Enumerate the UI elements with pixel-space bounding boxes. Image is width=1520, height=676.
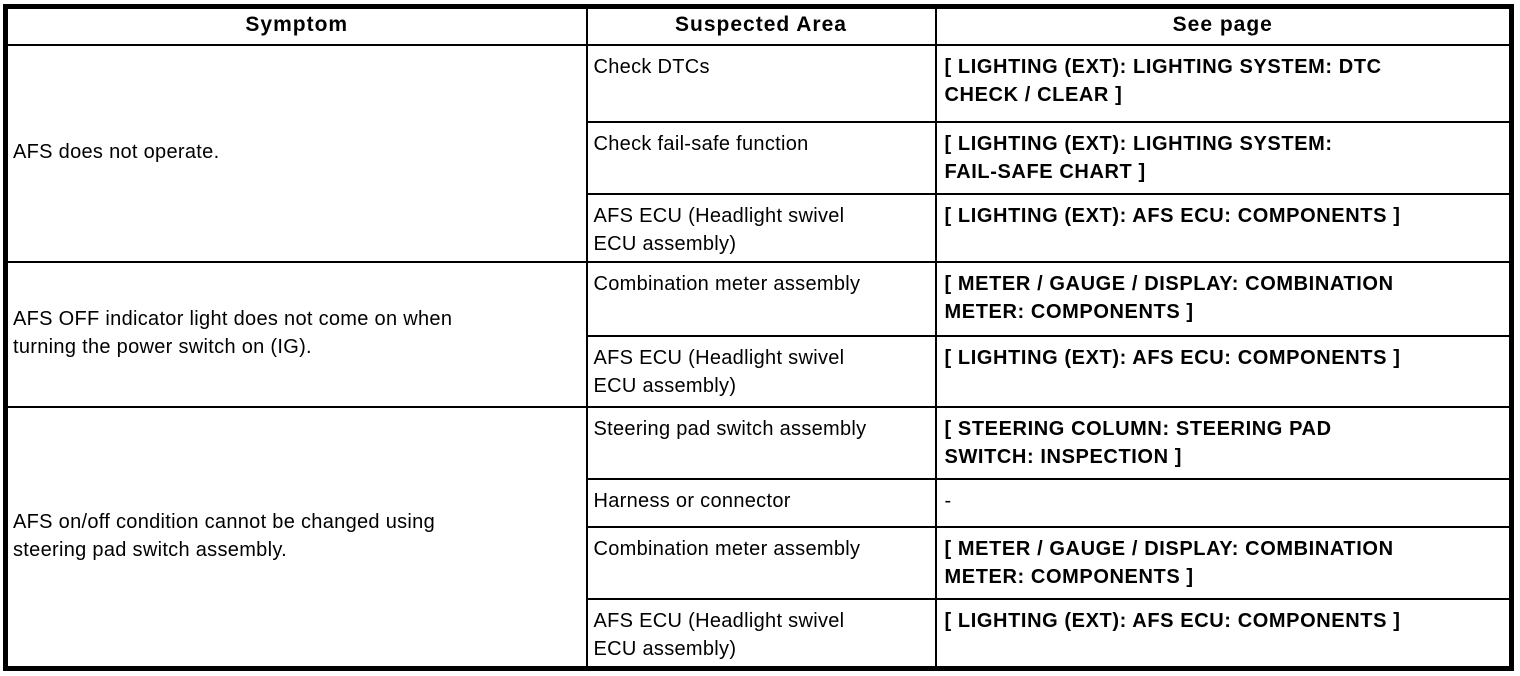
table-row: AFS does not operate. Check DTCs [ LIGHT… bbox=[4, 43, 1513, 263]
header-see-page: See page bbox=[934, 5, 1513, 46]
see-page-reference[interactable]: [ LIGHTING (EXT): LIGHTING SYSTEM: FAIL-… bbox=[934, 120, 1513, 195]
suspected-area-cell: Steering pad switch assembly bbox=[585, 405, 937, 480]
table-row: AFS OFF indicator light does not come on… bbox=[4, 260, 1513, 408]
suspected-area-cell: Harness or connector bbox=[585, 477, 937, 528]
symptom-cell: AFS OFF indicator light does not come on… bbox=[4, 260, 588, 408]
suspected-area-cell: AFS ECU (Headlight swivel ECU assembly) bbox=[585, 192, 937, 263]
suspected-area-cell: Combination meter assembly bbox=[585, 260, 937, 337]
table-row: Combination meter assembly [ METER / GAU… bbox=[6, 525, 1513, 600]
suspected-area-cell: AFS ECU (Headlight swivel ECU assembly) bbox=[585, 597, 937, 670]
see-page-reference[interactable]: [ LIGHTING (EXT): AFS ECU: COMPONENTS ] bbox=[934, 597, 1513, 670]
see-page-reference[interactable]: [ STEERING COLUMN: STEERING PAD SWITCH: … bbox=[934, 405, 1513, 480]
table-row: AFS ECU (Headlight swivel ECU assembly) … bbox=[6, 597, 1513, 670]
suspected-area-cell: Check DTCs bbox=[585, 43, 937, 123]
see-page-reference[interactable]: [ METER / GAUGE / DISPLAY: COMBINATION M… bbox=[934, 260, 1513, 337]
symptom-cell: AFS does not operate. bbox=[4, 43, 588, 263]
see-page-reference[interactable]: [ LIGHTING (EXT): AFS ECU: COMPONENTS ] bbox=[934, 192, 1513, 263]
table-row: AFS ECU (Headlight swivel ECU assembly) … bbox=[6, 192, 1513, 263]
see-page-reference[interactable]: [ LIGHTING (EXT): AFS ECU: COMPONENTS ] bbox=[934, 334, 1513, 408]
see-page-reference[interactable]: [ METER / GAUGE / DISPLAY: COMBINATION M… bbox=[934, 525, 1513, 600]
table-row: AFS on/off condition cannot be changed u… bbox=[4, 405, 1513, 670]
table-row: Check fail-safe function [ LIGHTING (EXT… bbox=[6, 120, 1513, 195]
header-suspected-area: Suspected Area bbox=[585, 5, 937, 46]
header-symptom: Symptom bbox=[4, 5, 588, 46]
suspected-area-cell: AFS ECU (Headlight swivel ECU assembly) bbox=[585, 334, 937, 408]
table-row: AFS ECU (Headlight swivel ECU assembly) … bbox=[6, 334, 1513, 408]
symptom-diagnosis-table: Symptom Suspected Area See page AFS does… bbox=[3, 4, 1514, 671]
see-page-reference[interactable]: [ LIGHTING (EXT): LIGHTING SYSTEM: DTC C… bbox=[934, 43, 1513, 123]
table-row: Harness or connector - bbox=[6, 477, 1513, 528]
suspected-area-cell: Check fail-safe function bbox=[585, 120, 937, 195]
symptom-cell: AFS on/off condition cannot be changed u… bbox=[4, 405, 588, 670]
suspected-area-cell: Combination meter assembly bbox=[585, 525, 937, 600]
table-header-row: Symptom Suspected Area See page bbox=[4, 5, 1513, 46]
see-page-empty: - bbox=[934, 477, 1513, 528]
